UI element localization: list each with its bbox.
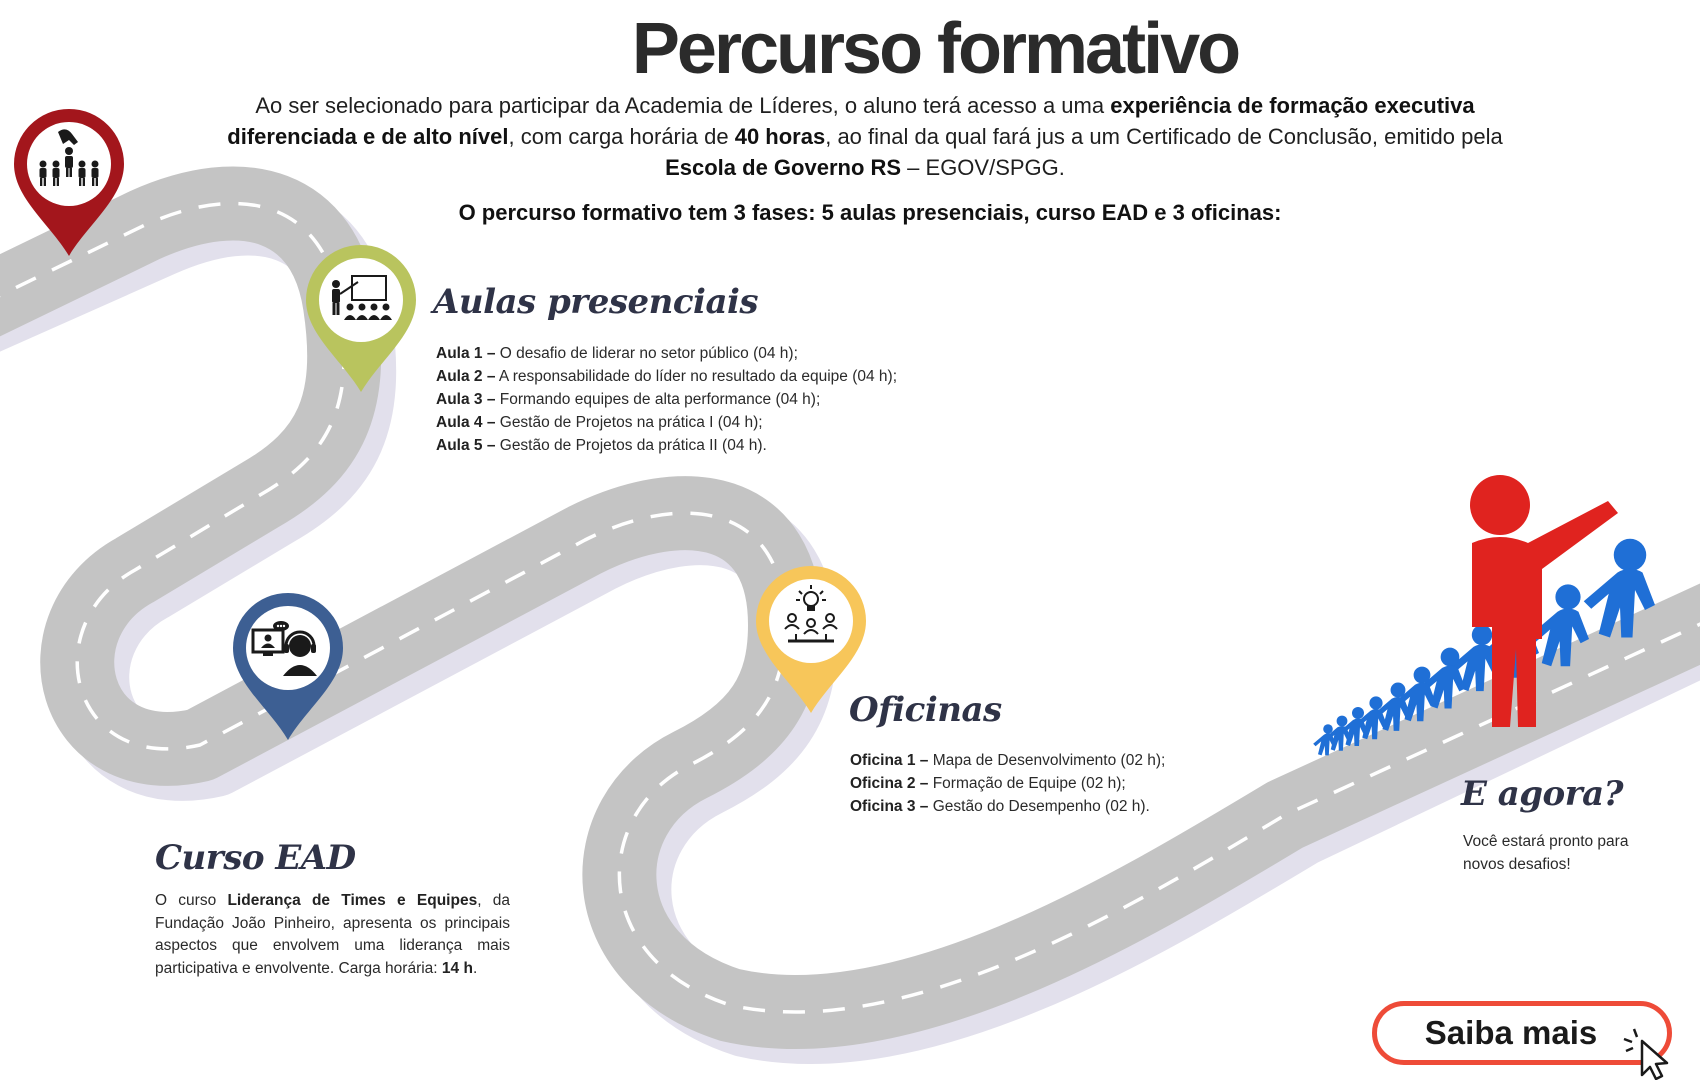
list-item: Oficina 3 – Gestão do Desempenho (02 h). xyxy=(850,795,1165,818)
leader-and-team-figures-icon xyxy=(1313,475,1655,756)
agora-heading: E agora? xyxy=(1461,774,1624,814)
pin-ead xyxy=(233,592,343,740)
ead-text-3: . xyxy=(472,959,478,977)
list-item: Aula 3 – Formando equipes de alta perfor… xyxy=(436,388,897,411)
oficinas-list: Oficina 1 – Mapa de Desenvolvimento (02 … xyxy=(850,749,1165,818)
ead-heading: Curso EAD xyxy=(155,838,356,878)
list-item: Aula 4 – Gestão de Projetos na prática I… xyxy=(436,411,897,434)
pointer-cursor-icon xyxy=(1623,1028,1669,1080)
intro-bold-1: experiência de formação executiva difere… xyxy=(227,93,1475,149)
list-item: Aula 5 – Gestão de Projetos da prática I… xyxy=(436,434,897,457)
intro-bold-2: 40 horas xyxy=(734,124,826,149)
list-item: Aula 1 – O desafio de liderar no setor p… xyxy=(436,342,897,365)
list-item: Aula 2 – A responsabilidade do líder no … xyxy=(436,365,897,388)
aula-code: Aula 3 – xyxy=(436,391,496,408)
intro-text-1: Ao ser selecionado para participar da Ac… xyxy=(255,93,1111,118)
list-item: Oficina 1 – Mapa de Desenvolvimento (02 … xyxy=(850,749,1165,772)
oficina-text: Formação de Equipe (02 h); xyxy=(928,775,1126,792)
intro-bold-3: Escola de Governo RS xyxy=(665,155,902,180)
list-item: Oficina 2 – Formação de Equipe (02 h); xyxy=(850,772,1165,795)
ead-text-1: O curso xyxy=(155,892,228,909)
page-title: Percurso formativo xyxy=(631,9,1241,89)
online-course-headset-icon xyxy=(251,621,317,676)
saiba-mais-label: Saiba mais xyxy=(1424,1014,1598,1051)
aula-text: A responsabilidade do líder no resultado… xyxy=(495,368,898,385)
pin-aulas xyxy=(306,244,416,392)
oficinas-heading: Oficinas xyxy=(849,690,1002,730)
aula-code: Aula 2 – xyxy=(436,368,496,385)
agora-description: Você estará pronto para novos desafios! xyxy=(1463,833,1629,873)
classroom-teacher-icon xyxy=(332,275,392,320)
aulas-heading: Aulas presenciais xyxy=(433,282,759,322)
oficina-code: Oficina 3 – xyxy=(850,798,929,815)
oficina-code: Oficina 1 – xyxy=(850,752,929,769)
aulas-list: Aula 1 – O desafio de liderar no setor p… xyxy=(436,342,897,457)
leader-figure xyxy=(1470,475,1618,727)
saiba-mais-button[interactable]: Saiba mais xyxy=(1372,1001,1672,1065)
intro-text-4: – EGOV/SPGG. xyxy=(901,155,1065,180)
ead-course-name: Liderança de Times e Equipes xyxy=(227,892,478,909)
team-selection-icon xyxy=(39,129,99,186)
oficina-code: Oficina 2 – xyxy=(850,775,929,792)
intro-paragraph: Ao ser selecionado para participar da Ac… xyxy=(215,90,1515,183)
oficina-text: Gestão do Desempenho (02 h). xyxy=(928,798,1150,815)
phases-summary: O percurso formativo tem 3 fases: 5 aula… xyxy=(458,200,1282,225)
aula-text: O desafio de liderar no setor público (0… xyxy=(495,345,798,362)
ead-text-2: , da Fundação João Pinheiro, apresenta o… xyxy=(155,892,510,977)
aula-text: Gestão de Projetos na prática I (04 h); xyxy=(495,414,763,431)
aula-text: Gestão de Projetos da prática II (04 h). xyxy=(495,437,767,454)
aula-code: Aula 1 – xyxy=(436,345,496,362)
ead-description: O curso Liderança de Times e Equipes, da… xyxy=(155,890,510,980)
intro-text-3: , ao final da qual fará jus a um Certifi… xyxy=(825,124,1503,149)
aula-text: Formando equipes de alta performance (04… xyxy=(495,391,821,408)
aula-code: Aula 4 – xyxy=(436,414,496,431)
ead-hours: 14 h xyxy=(441,959,473,977)
pin-oficinas xyxy=(756,565,866,713)
oficina-text: Mapa de Desenvolvimento (02 h); xyxy=(928,752,1166,769)
intro-text-2: , com carga horária de xyxy=(508,124,735,149)
pin-start xyxy=(13,108,124,256)
workshop-idea-icon xyxy=(784,585,838,643)
aula-code: Aula 5 – xyxy=(436,437,496,454)
